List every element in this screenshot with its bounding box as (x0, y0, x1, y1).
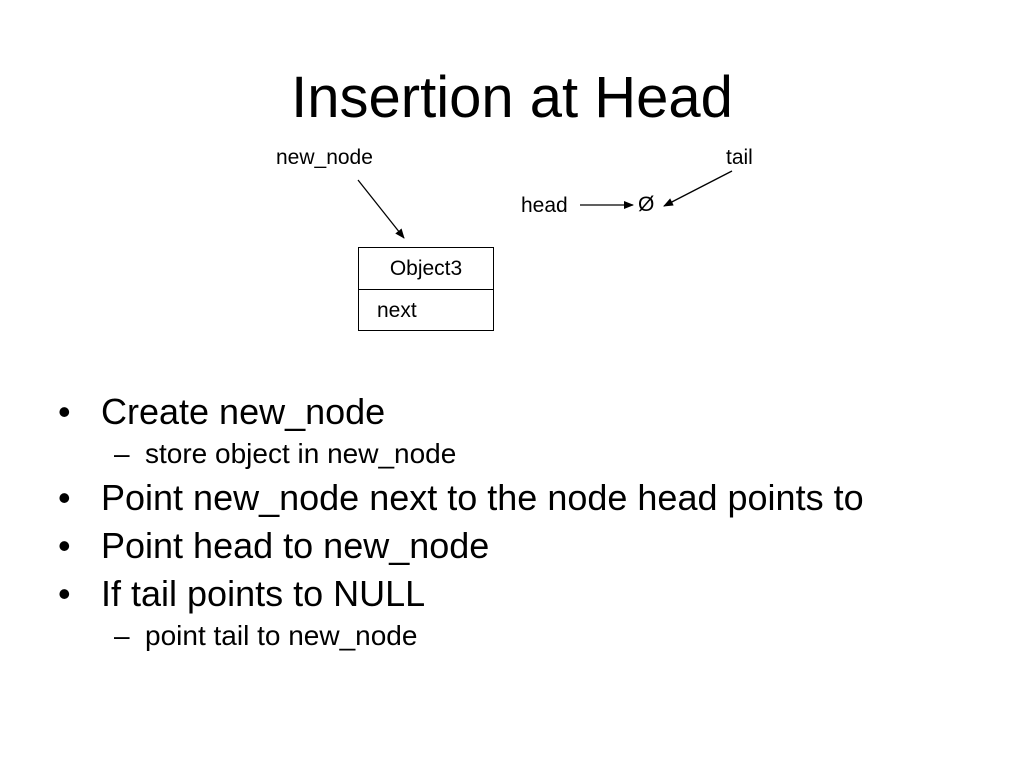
tail-pointer-arrow (663, 170, 733, 207)
head-pointer-label: head (521, 194, 568, 217)
node-next-field: next (377, 299, 417, 322)
bullet-item: Create new_node (58, 390, 1008, 434)
sub-bullet-item: point tail to new_node (58, 618, 1008, 654)
bullet-item: Point head to new_node (58, 524, 1008, 568)
new-node-pointer-label: new_node (276, 146, 373, 169)
list-node: Object3 next (358, 247, 494, 331)
bullet-item: If tail points to NULL (58, 572, 1008, 616)
bullet-list: Create new_node store object in new_node… (58, 390, 1008, 658)
new-node-pointer-arrow (357, 179, 405, 239)
sub-bullet-item: store object in new_node (58, 436, 1008, 472)
tail-pointer-label: tail (726, 146, 753, 169)
node-object-field: Object3 (359, 248, 493, 290)
null-symbol: Ø (638, 193, 655, 216)
bullet-item: Point new_node next to the node head poi… (58, 476, 1008, 520)
slide-title: Insertion at Head (291, 65, 733, 130)
